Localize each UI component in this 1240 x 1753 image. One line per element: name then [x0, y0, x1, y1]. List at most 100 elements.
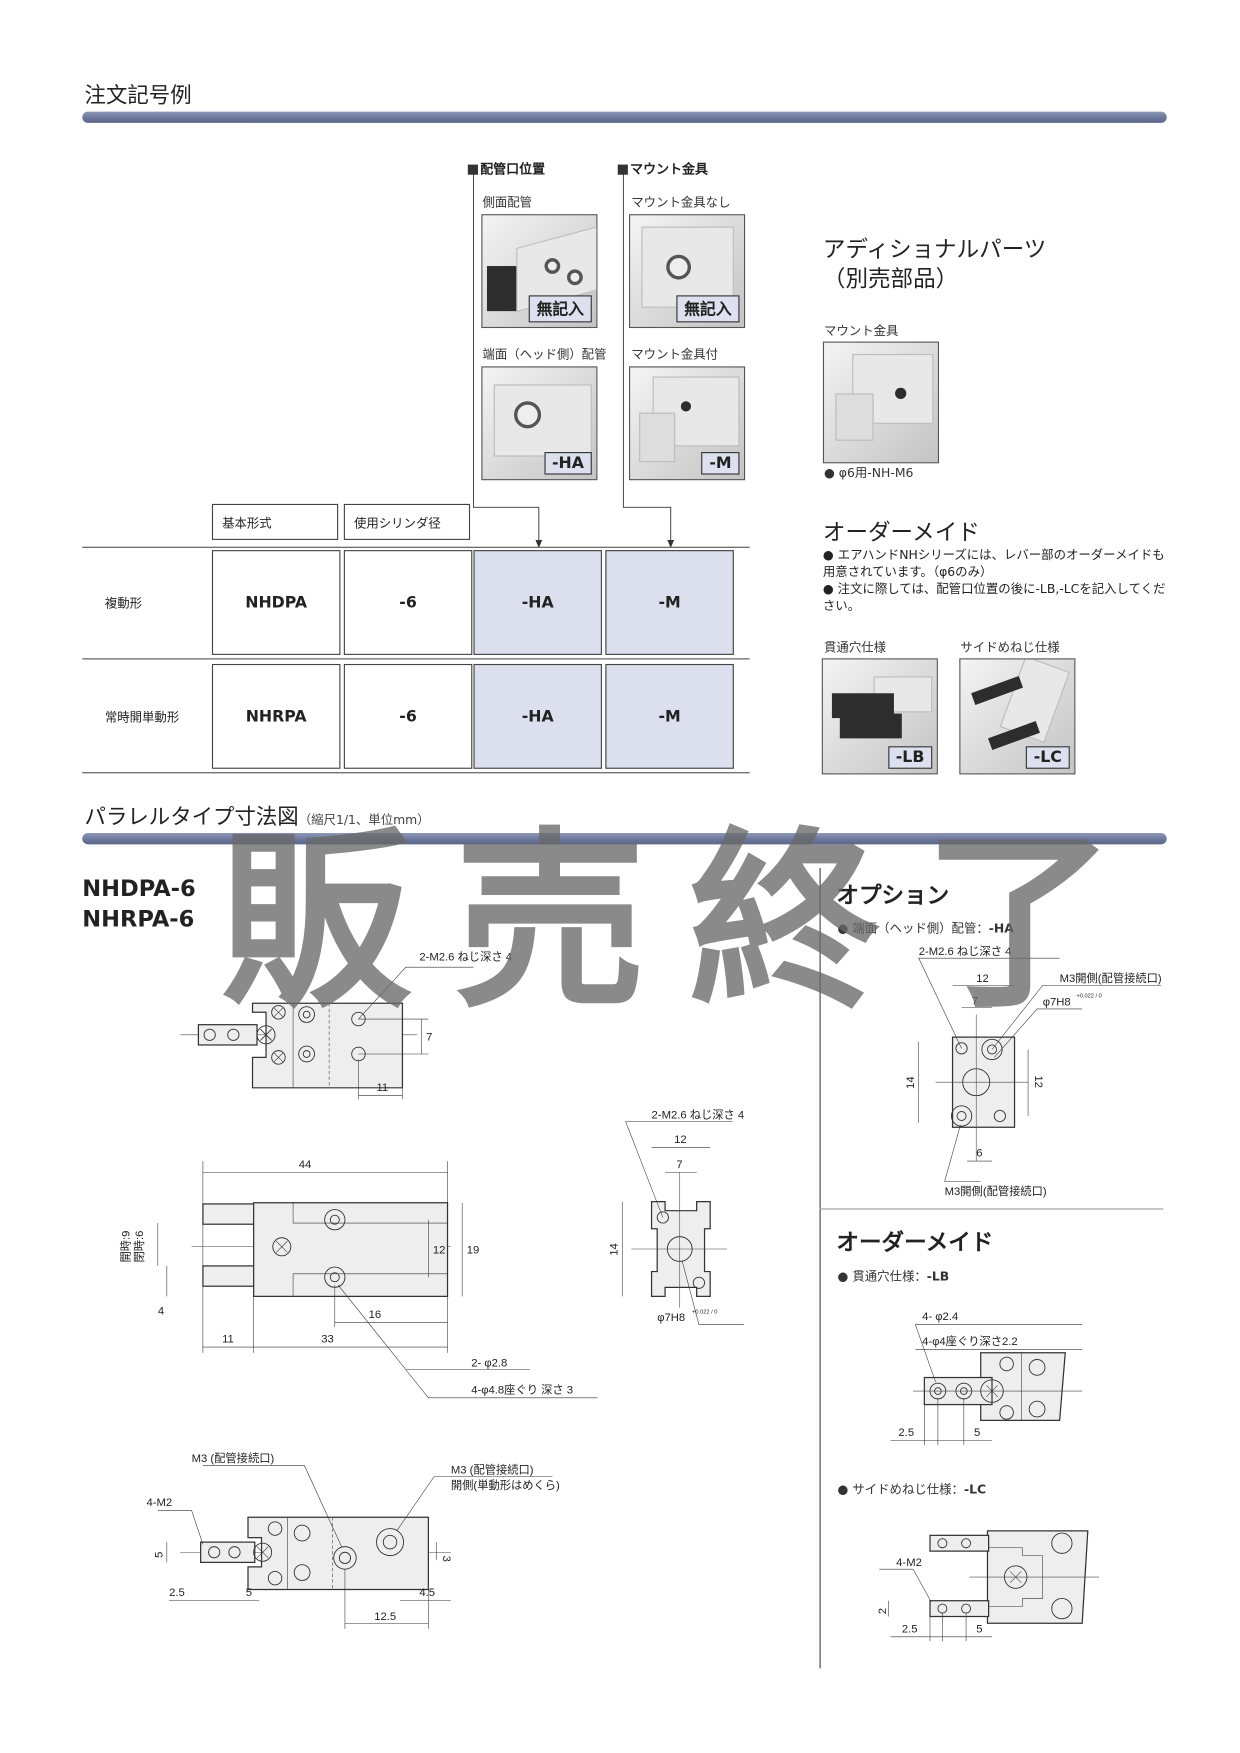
end-view-dim-14: 14: [609, 1243, 621, 1256]
dimensions-title-text: パラレルタイプ寸法図: [84, 804, 299, 830]
drawing-line: [981, 1038, 1003, 1061]
end-view-drawing: 2-M2.6 ねじ深さ 4 12 7 14 φ7H8 +0.022 / 0: [609, 1107, 745, 1325]
additional-parts-title-line1: アディショナルパーツ: [822, 235, 1047, 263]
bottom-view-dim-4-5: 4.5: [419, 1587, 435, 1599]
drawing-line: [298, 1006, 315, 1023]
bottom-view-dim-5v: 5: [153, 1552, 165, 1558]
lb-dim-2-5: 2.5: [898, 1427, 914, 1439]
lb-item-code: -LB: [926, 1269, 950, 1284]
square-bullet-icon: [617, 164, 628, 175]
mount-part-code: ● φ6用-NH-M6: [824, 465, 914, 481]
option-tolerance: +0.022 / 0: [1077, 994, 1102, 1000]
end-view-dim-12: 12: [674, 1134, 687, 1146]
option-port-bottom-label: M3開側(配管接続口): [945, 1184, 1047, 1198]
drawing-line: [1028, 1400, 1046, 1418]
lc-dim-5: 5: [976, 1623, 982, 1635]
port-cell: -HA: [473, 663, 602, 769]
drawing-line: [961, 1603, 972, 1614]
dimensions-section-title: パラレルタイプ寸法図（縮尺1/1、単位mm）: [85, 800, 430, 830]
side-view-hole-label: 2- φ2.8: [471, 1357, 507, 1369]
order-made-bullet: ● エアハンドNHシリーズには、レバー部のオーダーメイドも用意されています。（φ…: [822, 547, 1165, 580]
bottom-view-dim-2-5: 2.5: [169, 1587, 185, 1599]
lc-drawing: 4-M2 2 2.5 5: [877, 1530, 1100, 1642]
port-position-heading: 配管口位置: [467, 160, 545, 178]
bottom-view-dim-3: 3: [440, 1556, 452, 1562]
mount-heading-text: マウント金具: [630, 161, 708, 177]
drawing-line: [405, 1369, 598, 1399]
drawing-line: [929, 1534, 990, 1552]
drawing-line: [203, 1028, 216, 1041]
lc-item: ● サイドめねじ仕様：-LC: [837, 1482, 987, 1498]
drawing-line: [929, 1600, 990, 1618]
drawing-line: [293, 1524, 311, 1542]
discontinued-watermark: 販売終了: [219, 811, 1158, 1035]
dimensions-subtitle: （縮尺1/1、単位mm）: [298, 812, 430, 828]
option-item: ● 端面（ヘッド側）配管：-HA: [837, 920, 1014, 936]
drawing-line: [202, 1203, 256, 1225]
drawing-line: [275, 1240, 288, 1253]
drawing-line: [980, 1352, 1066, 1421]
drawing-line: [251, 1002, 404, 1089]
end-view-thread-label: 2-M2.6 ねじ深さ 4: [652, 1107, 745, 1121]
option-port-top-label: M3開側(配管接続口): [1060, 971, 1162, 985]
side-port-photo: 無記入: [481, 214, 598, 329]
side-view-dim-44: 44: [299, 1159, 312, 1171]
bottom-view-port2-note: 開側(単動形はめくら): [451, 1478, 560, 1492]
model-cell: NHRPA: [211, 663, 341, 769]
mount-part-photo: [822, 341, 940, 464]
head-port-code-badge: -HA: [544, 452, 592, 475]
option-dim-7: 7: [972, 995, 978, 1007]
lc-dim-2: 2: [877, 1608, 889, 1614]
side-view-open-label: 開時:9: [120, 1231, 133, 1263]
drawing-line: [535, 539, 543, 548]
drawing-line: [292, 1273, 448, 1297]
drawing-line: [202, 1265, 256, 1287]
row-label: 複動形: [104, 596, 143, 611]
end-view-bore-label: φ7H8: [657, 1312, 685, 1324]
drawing-line: [272, 1237, 292, 1257]
bottom-view-port1-label: M3 (配管接続口): [192, 1451, 275, 1465]
drawing-line: [256, 1025, 276, 1045]
side-view-dim-33: 33: [321, 1334, 334, 1346]
drawing-line: [302, 1050, 311, 1058]
additional-parts-title: アディショナルパーツ （別売部品）: [823, 234, 1046, 293]
option-dim-6: 6: [976, 1148, 982, 1160]
order-made-bullet: ● 注文に際しては、配管口位置の後に-LB,-LCを記入してください。: [822, 581, 1166, 614]
drawing-line: [273, 1052, 284, 1063]
bottom-view-m2-label: 4-M2: [147, 1497, 173, 1509]
drawing-line: [298, 1045, 315, 1063]
with-mount-caption: マウント金具付: [631, 347, 719, 362]
top-view-drawing: 2-M2.6 ねじ深さ 4 7 11: [180, 949, 512, 1100]
drawing-line: [208, 1546, 221, 1559]
with-mount-code-badge: -M: [701, 452, 740, 475]
drawing-line: [338, 1551, 352, 1564]
mount-heading: マウント金具: [617, 160, 708, 178]
table-rule: [82, 772, 750, 774]
order-connector-lines: [473, 169, 675, 548]
section-divider-bar: [82, 833, 1167, 845]
drawing-line: [253, 1202, 449, 1297]
lc-photo: -LC: [959, 658, 1076, 775]
option-item-text: 端面（ヘッド側）配管：: [852, 920, 989, 936]
lc-dim-2-5: 2.5: [902, 1623, 918, 1635]
drawing-line: [329, 1272, 340, 1283]
end-view-dim-7: 7: [676, 1159, 682, 1171]
drawing-line: [879, 1568, 932, 1602]
table-header-model: 基本形式: [211, 503, 339, 540]
drawing-line: [999, 1356, 1014, 1372]
side-view-dim-12: 12: [433, 1245, 446, 1257]
end-view-tolerance: +0.022 / 0: [692, 1309, 717, 1315]
drawing-line: [324, 1209, 346, 1231]
drawing-line: [993, 1109, 1006, 1123]
lb-photo: -LB: [821, 658, 938, 775]
drawing-line: [667, 539, 675, 548]
drawing-line: [292, 1202, 448, 1224]
lc-item-code: -LC: [963, 1482, 987, 1498]
order-section-title: 注文記号例: [84, 83, 192, 109]
lb-item: ● 貫通穴仕様：-LB: [837, 1269, 950, 1284]
side-view-dim-16: 16: [369, 1309, 382, 1321]
option-bore-label: φ7H8: [1043, 997, 1071, 1009]
drawing-line: [622, 169, 672, 547]
drawing-line: [376, 1528, 405, 1557]
